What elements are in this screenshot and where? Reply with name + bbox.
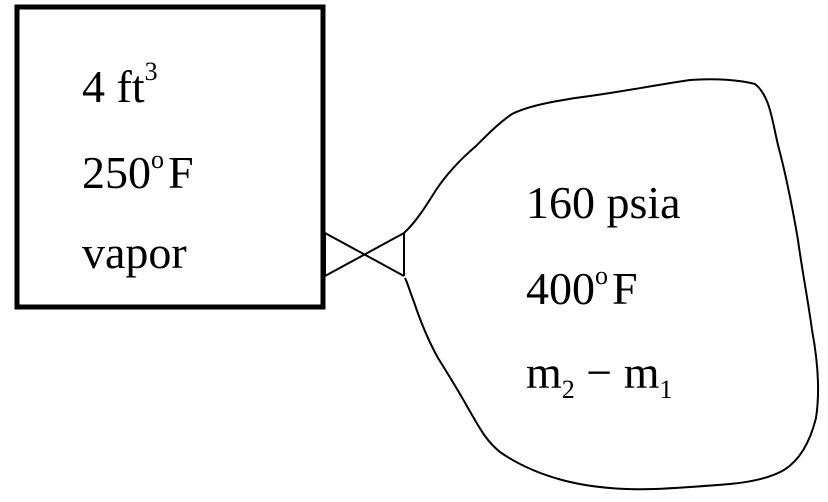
mass-b: m: [623, 347, 660, 398]
tank-box: [14, 4, 326, 310]
tank-temperature-degree: o: [151, 145, 164, 174]
mass-a: m: [526, 347, 562, 398]
tank-temperature-value: 250: [82, 147, 151, 198]
reservoir-temperature-unit: F: [612, 263, 638, 314]
mass-change-label: m2 − m1: [526, 347, 673, 403]
tank-phase-label: vapor: [82, 227, 187, 278]
valve-icon: [324, 232, 405, 277]
reservoir-boundary: [403, 78, 820, 491]
tank-volume-exponent: 3: [144, 57, 158, 86]
tank-volume-label: 4 ft3: [82, 59, 158, 112]
minus-sign: −: [586, 347, 613, 398]
tank-volume-value: 4 ft: [82, 61, 145, 112]
tank-temperature-label: 250oF: [82, 147, 194, 198]
mass-b-subscript: 1: [659, 375, 673, 404]
reservoir-temperature-value: 400: [526, 263, 595, 314]
tank-temperature-unit: F: [168, 147, 194, 198]
mass-a-subscript: 2: [561, 375, 575, 404]
reservoir-temperature-degree: o: [595, 261, 608, 290]
reservoir-pressure-label: 160 psia: [526, 177, 681, 228]
reservoir-temperature-label: 400oF: [526, 263, 638, 314]
